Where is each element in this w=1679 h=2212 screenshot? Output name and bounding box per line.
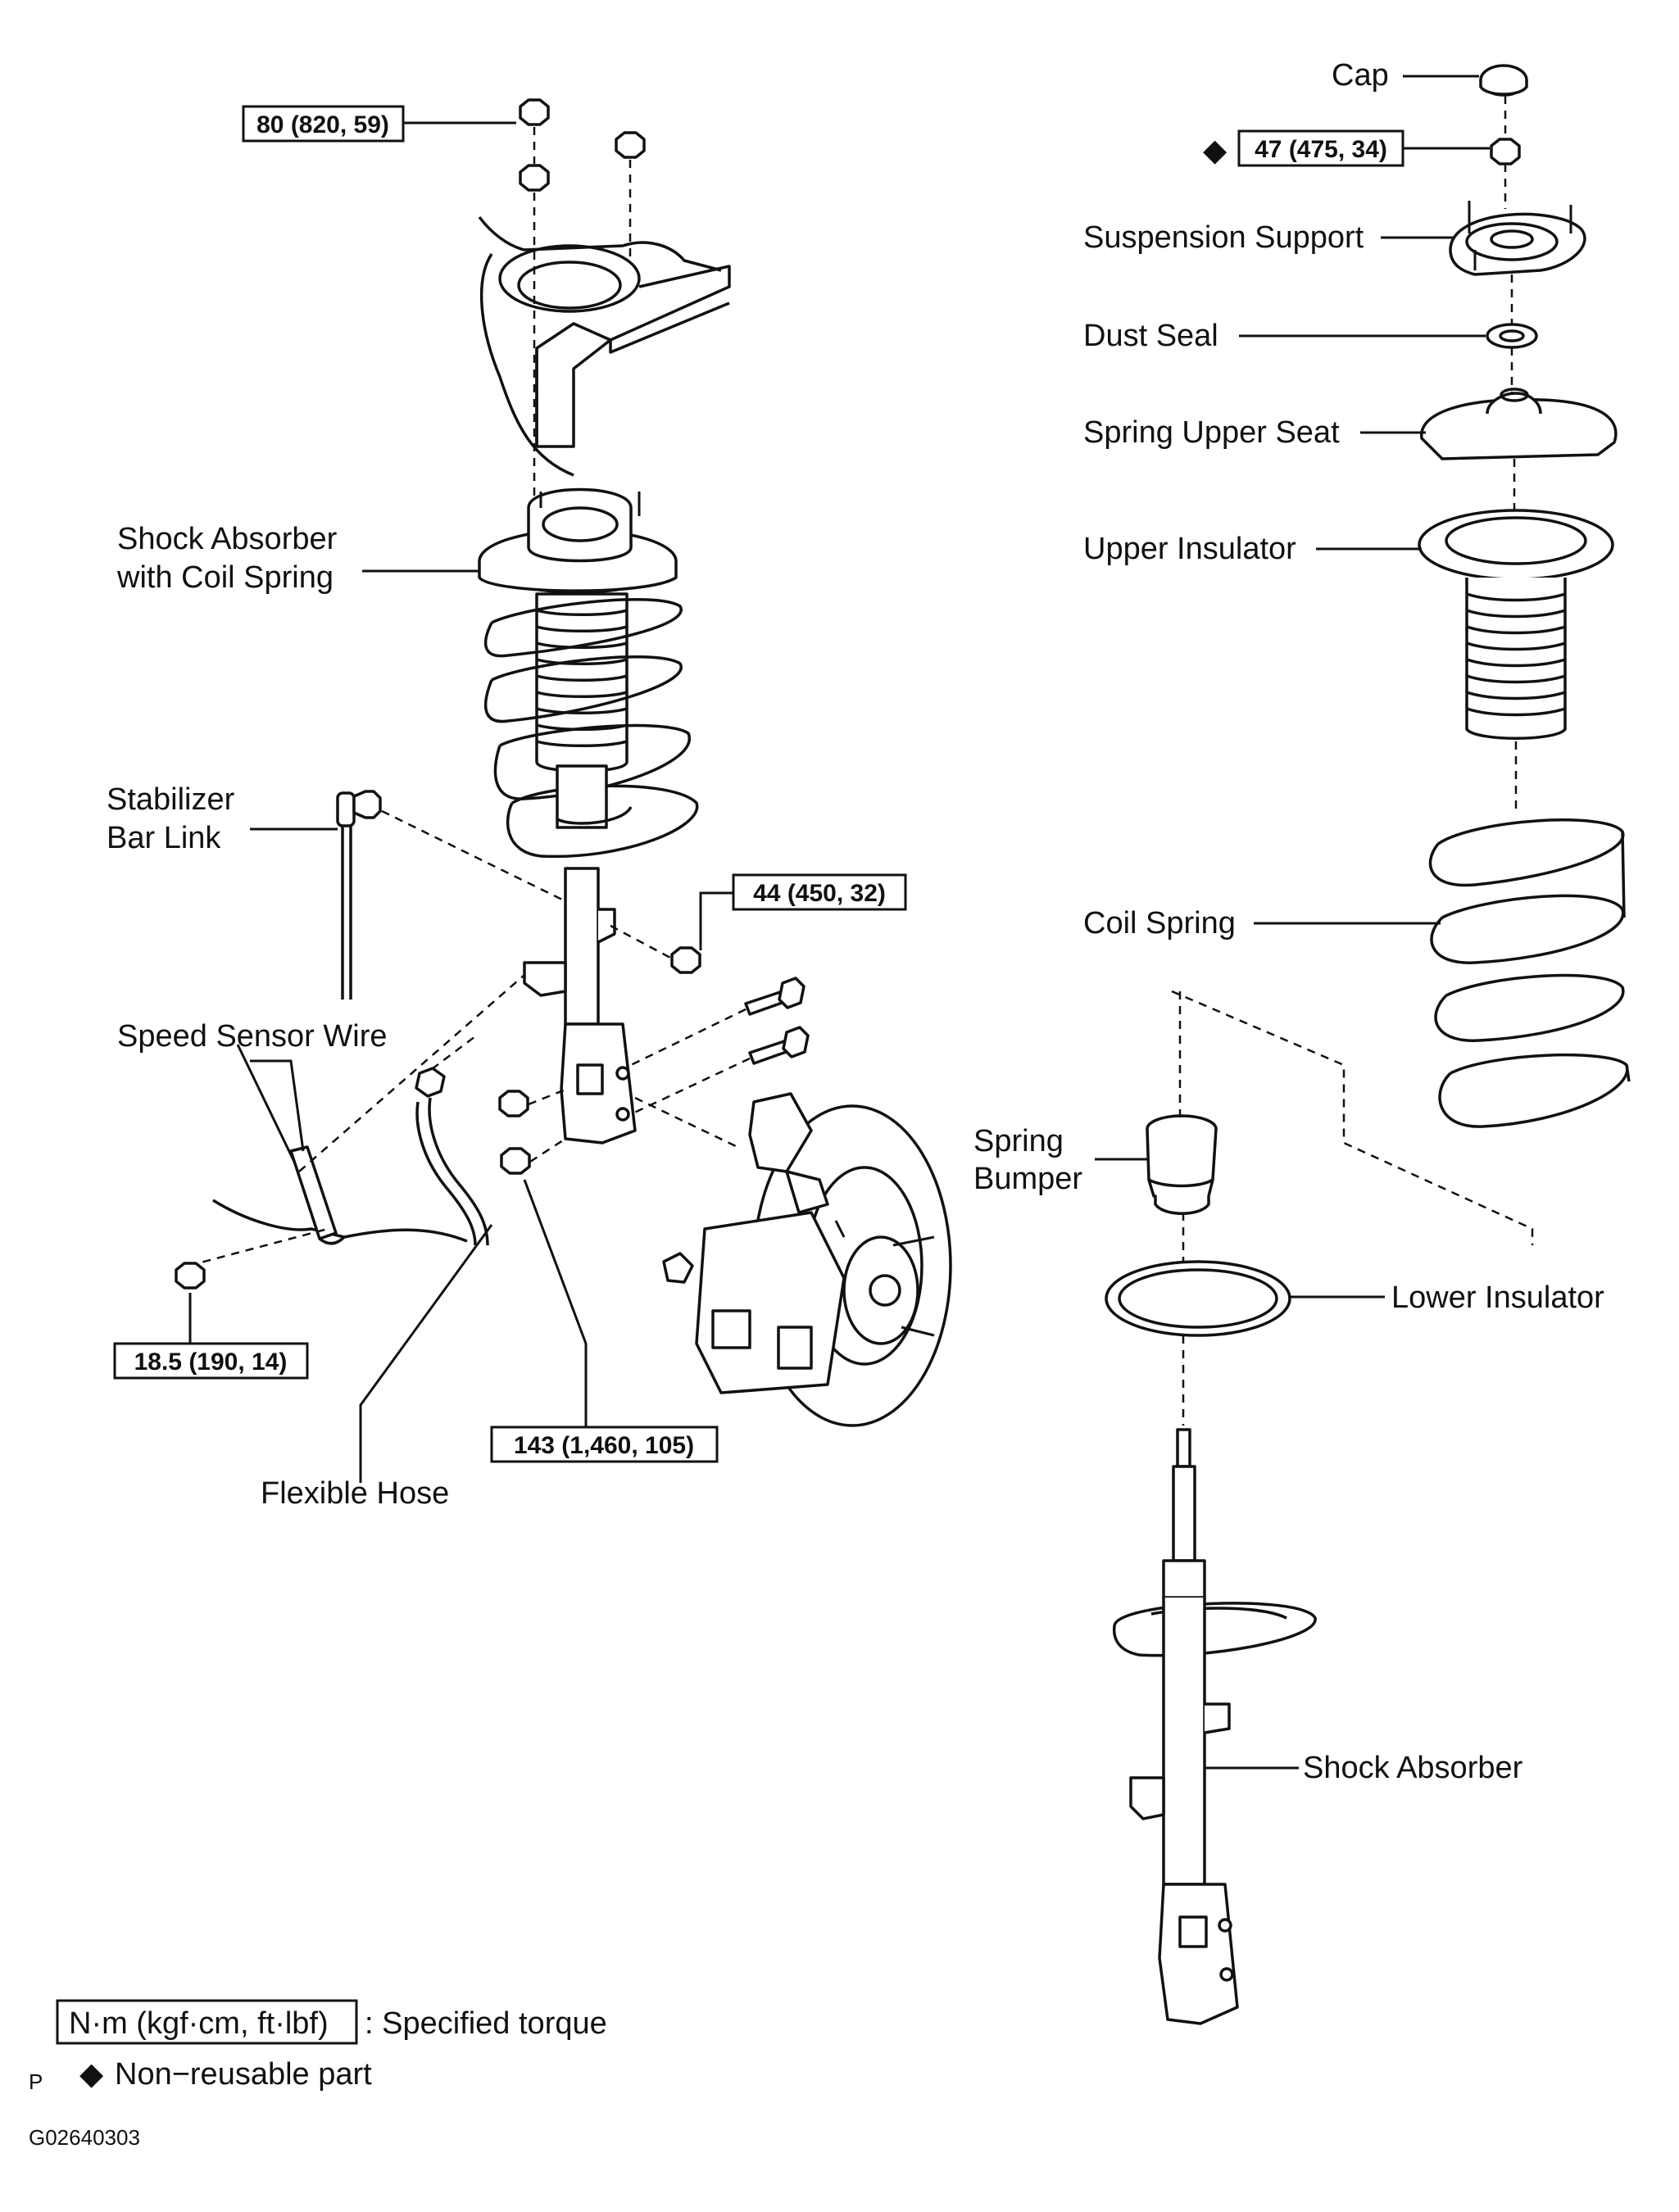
suspension-support-part <box>1449 201 1586 276</box>
torque-box-sensor-bolt: 18.5 (190, 14) <box>113 1342 309 1380</box>
body-strut-tower <box>478 215 731 477</box>
page-mark: P <box>29 2069 43 2094</box>
label-shock-coil-line1: Shock Absorber <box>117 522 338 556</box>
torque-box-top-nut: 80 (820, 59) <box>242 105 405 143</box>
label-cap: Cap <box>1332 58 1389 93</box>
legend: N·m (kgf·cm, ft·lbf) : Specified torque … <box>29 1999 607 2150</box>
upper-insulator-part <box>1418 509 1614 740</box>
torque-value: 143 (1,460, 105) <box>514 1432 694 1459</box>
legend-nonreusable-text: Non−reusable part <box>115 2057 372 2092</box>
label-shock-absorber: Shock Absorber <box>1303 1751 1523 1785</box>
label-coil-spring: Coil Spring <box>1083 906 1236 941</box>
lower-insulator-part <box>1105 1260 1291 1337</box>
bellows-ribs <box>536 609 628 747</box>
leader-lines <box>188 75 1490 1770</box>
label-flexible-hose: Flexible Hose <box>261 1476 449 1511</box>
shock-absorber-part <box>1112 1428 1317 2025</box>
center-nut-part <box>1490 138 1521 165</box>
figure-code: G02640303 <box>29 2125 140 2150</box>
legend-nonreusable-symbol: ◆ <box>79 2057 104 2092</box>
flexible-hose-part <box>415 1036 489 1246</box>
coil-spring-part <box>1428 818 1631 1128</box>
label-spring-bumper-line1: Spring <box>973 1124 1064 1158</box>
cap-part <box>1479 64 1528 97</box>
label-stabilizer-line1: Stabilizer <box>107 782 235 817</box>
spring-upper-seat-part <box>1420 388 1618 460</box>
stabilizer-nut <box>610 924 701 974</box>
label-lower-insulator: Lower Insulator <box>1391 1281 1604 1315</box>
torque-value: 18.5 (190, 14) <box>134 1349 288 1376</box>
legend-torque-text: : Specified torque <box>365 2006 607 2041</box>
torque-value: 80 (820, 59) <box>256 111 389 138</box>
strut-with-coil-spring <box>478 487 699 1145</box>
knuckle-bolts <box>498 977 810 1175</box>
torque-value: 44 (450, 32) <box>753 880 886 907</box>
torque-value: 47 (475, 34) <box>1255 136 1387 163</box>
brake-assembly <box>662 1092 952 1427</box>
stabilizer-bar-link <box>336 790 566 999</box>
spring-bumper-part <box>1146 1114 1218 1215</box>
right-assembly-axis <box>1171 96 1534 1426</box>
torque-box-center-nut: ◆ 47 (475, 34) <box>1203 129 1404 168</box>
label-upper-insulator: Upper Insulator <box>1083 532 1296 566</box>
torque-box-stabilizer-nut: 44 (450, 32) <box>732 873 907 911</box>
boot-ribs <box>1466 592 1566 717</box>
torque-box-knuckle-bolt: 143 (1,460, 105) <box>490 1426 719 1463</box>
nonreusable-marker: ◆ <box>1203 134 1227 168</box>
label-stabilizer-line2: Bar Link <box>107 821 221 855</box>
label-spring-bumper-line2: Bumper <box>973 1162 1082 1196</box>
label-suspension-support: Suspension Support <box>1083 220 1364 255</box>
label-dust-seal: Dust Seal <box>1083 319 1218 353</box>
label-spring-upper-seat: Spring Upper Seat <box>1083 415 1340 450</box>
label-shock-coil-line2: with Coil Spring <box>116 560 334 595</box>
top-nuts <box>519 98 646 508</box>
label-speed-sensor-wire: Speed Sensor Wire <box>117 1019 388 1054</box>
dust-seal-part <box>1486 323 1538 349</box>
legend-torque-unit: N·m (kgf·cm, ft·lbf) <box>69 2006 329 2041</box>
